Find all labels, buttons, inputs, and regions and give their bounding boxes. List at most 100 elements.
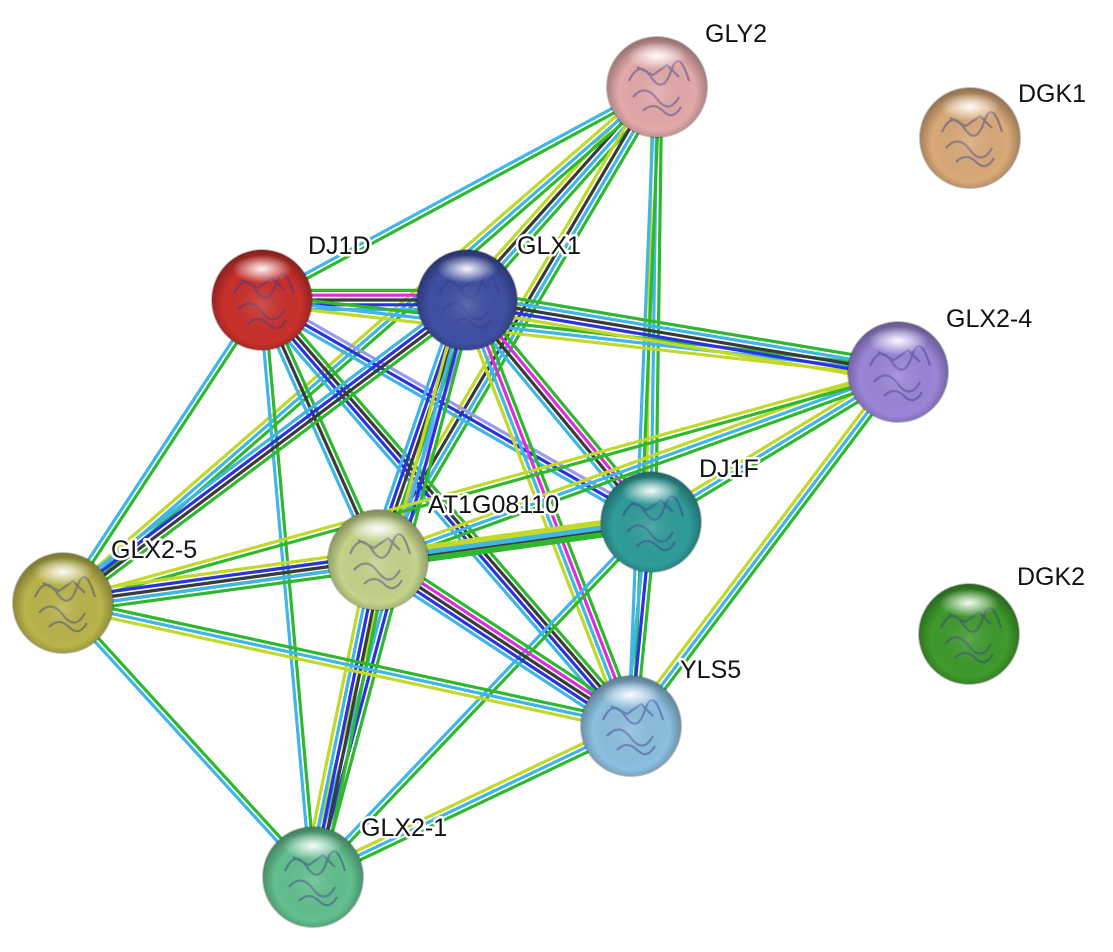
nodes-layer <box>12 36 1021 928</box>
node-yls5[interactable] <box>580 675 682 777</box>
edge-line-green <box>320 561 389 880</box>
node-dgk2[interactable] <box>918 583 1020 685</box>
node-highlight <box>283 832 343 860</box>
edge-line-cyan <box>63 563 379 610</box>
edge-line-cyan <box>629 371 900 727</box>
edge-line-green <box>63 600 316 877</box>
node-label-glx2-1: GLX2-1 <box>361 814 447 842</box>
edge-line-black <box>262 297 635 726</box>
node-at1g08110[interactable] <box>327 509 429 611</box>
edge-gly2-dj1d <box>260 83 659 304</box>
node-glx1[interactable] <box>416 249 518 351</box>
edge-yls5-glx2-1 <box>310 720 634 883</box>
edge-dj1d-glx2-1 <box>258 299 317 878</box>
node-dgk1[interactable] <box>919 87 1021 189</box>
edge-line-cyan <box>312 724 632 879</box>
node-highlight <box>940 93 1000 121</box>
node-label-at1g08110: AT1G08110 <box>428 491 559 519</box>
node-highlight <box>621 477 681 505</box>
node-glx2-1[interactable] <box>262 826 364 928</box>
edge-line-green <box>633 373 904 730</box>
edge-line-magenta <box>379 554 635 724</box>
edge-glx2-4-yls5 <box>625 368 904 730</box>
edge-line-green <box>66 304 473 611</box>
edge-glx1-glx2-4 <box>465 288 900 384</box>
edge-at1g08110-yls5 <box>371 550 638 736</box>
edge-line-cyan <box>377 370 899 562</box>
edge-glx1-glx2-5 <box>57 292 473 611</box>
node-highlight <box>627 42 687 70</box>
edge-line-green <box>64 567 380 615</box>
edge-line-blue <box>374 562 630 732</box>
edge-line-cyan <box>57 292 464 599</box>
edge-glx2-5-yls5 <box>61 596 633 733</box>
edge-line-cyan <box>258 300 313 878</box>
edge-line-green <box>262 87 659 304</box>
edge-line-blue <box>258 300 631 729</box>
edge-line-yellow <box>58 82 655 601</box>
edge-line-black <box>377 558 632 728</box>
edge-line-green <box>313 522 654 880</box>
edge-line-green <box>379 375 901 567</box>
edge-line-yellow <box>465 307 897 384</box>
edge-dj1d-yls5 <box>255 294 638 732</box>
node-label-glx2-4: GLX2-4 <box>946 305 1032 333</box>
edge-at1g08110-glx2-5 <box>61 548 380 615</box>
edges-layer <box>57 81 904 883</box>
edge-glx2-5-glx2-1 <box>60 600 316 880</box>
edge-line-yellow <box>310 720 630 875</box>
node-highlight <box>33 558 93 586</box>
edge-line-cyan <box>627 86 657 726</box>
edge-line-cyan <box>467 293 900 369</box>
edge-line-green <box>63 372 900 607</box>
edge-line-green <box>63 300 266 606</box>
edge-line-yellow <box>625 368 896 725</box>
edge-line-yellow <box>302 557 371 876</box>
edge-line-black <box>63 300 470 607</box>
node-gly2[interactable] <box>606 36 708 138</box>
edge-line-green <box>314 728 634 883</box>
node-dj1d[interactable] <box>211 249 313 351</box>
edge-line-green <box>654 87 664 523</box>
edge-line-green <box>468 288 900 365</box>
node-label-dj1d: DJ1D <box>308 232 371 260</box>
node-highlight <box>348 515 408 543</box>
edge-line-green <box>63 596 633 723</box>
edge-line-yellow <box>61 606 631 733</box>
node-highlight <box>601 681 661 709</box>
node-highlight <box>939 589 999 617</box>
edge-line-yellow <box>458 302 626 730</box>
edge-line-yellow <box>61 548 377 596</box>
edge-line-cyan <box>61 85 659 605</box>
edge-line-cyan <box>260 83 657 300</box>
edge-line-lavender <box>263 294 655 520</box>
edge-glx1-yls5 <box>458 296 640 730</box>
edge-line-cyan <box>463 300 631 728</box>
edge-line-green <box>382 550 638 720</box>
edge-line-cyan <box>59 297 262 603</box>
edge-line-cyan <box>62 601 632 728</box>
node-label-glx2-5: GLX2-5 <box>111 536 197 564</box>
edge-line-blue <box>311 559 380 878</box>
edge-line-black <box>62 558 379 605</box>
node-dj1f[interactable] <box>600 471 702 573</box>
node-label-gly2: GLY2 <box>705 20 767 48</box>
edge-line-blue <box>60 296 467 603</box>
node-glx2-4[interactable] <box>847 321 949 423</box>
edge-gly2-glx2-5 <box>58 82 662 608</box>
edge-line-yellow <box>61 368 898 603</box>
node-label-dgk1: DGK1 <box>1018 80 1086 108</box>
edge-line-blue <box>465 303 898 379</box>
node-label-dj1f: DJ1F <box>699 455 759 483</box>
edge-line-black <box>316 560 385 879</box>
node-label-yls5: YLS5 <box>680 656 741 684</box>
edge-line-black <box>466 298 899 374</box>
node-label-glx1: GLX1 <box>517 232 581 260</box>
edge-dj1d-glx2-5 <box>59 297 266 606</box>
edge-line-green <box>65 89 662 608</box>
edge-at1g08110-glx2-1 <box>302 557 389 880</box>
node-glx2-5[interactable] <box>12 552 114 654</box>
node-highlight <box>868 327 928 355</box>
node-highlight <box>437 255 497 283</box>
